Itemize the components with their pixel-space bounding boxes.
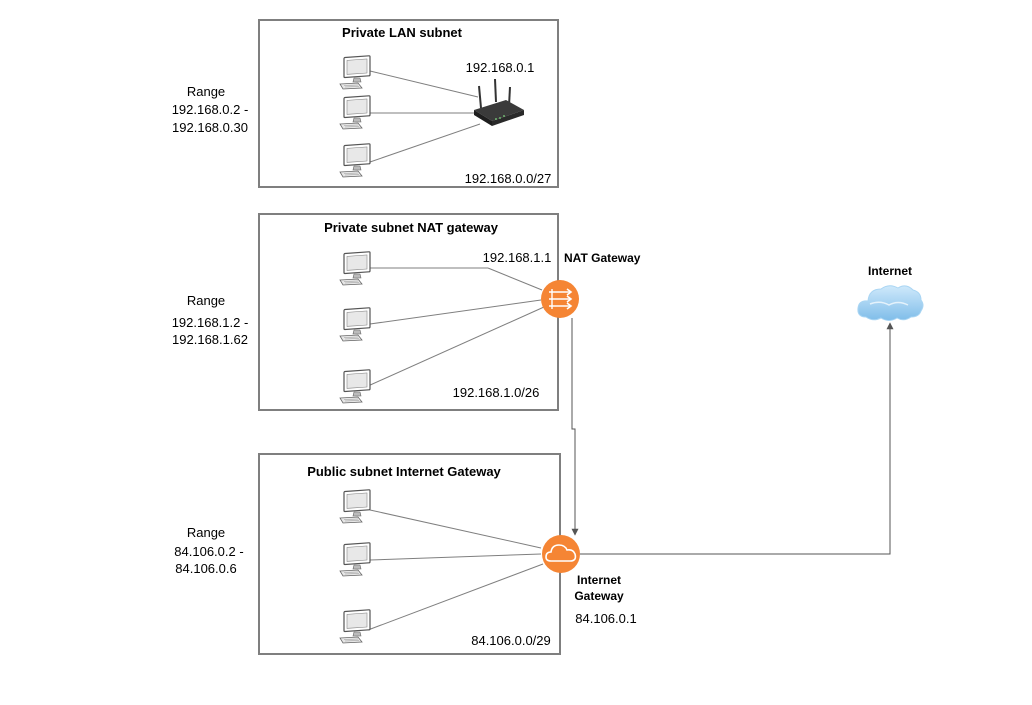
lan-range-start: 192.168.0.2 - (172, 102, 249, 117)
public-link-2 (369, 553, 542, 561)
nat-gateway-label: NAT Gateway (564, 251, 641, 265)
nat-link-1b (487, 267, 543, 291)
lan-range-end: 192.168.0.30 (172, 120, 248, 135)
internet-label: Internet (868, 264, 912, 278)
igw-label-line2: Gateway (574, 589, 624, 603)
public-link-1 (369, 509, 542, 549)
public-range-label: Range (187, 525, 225, 540)
lan-range-label: Range (187, 84, 225, 99)
public-subnet-box (258, 453, 561, 655)
nat-gateway-ip: 192.168.1.1 (483, 250, 552, 265)
lan-link-1 (369, 70, 479, 98)
nat-gateway-icon (541, 280, 579, 318)
nat-link-3 (367, 306, 545, 387)
lan-link-3 (369, 123, 481, 163)
lan-subnet-box (258, 19, 559, 188)
nat-range-end: 192.168.1.62 (172, 332, 248, 347)
nat-subnet-title: Private subnet NAT gateway (324, 220, 499, 235)
nat-subnet-box (258, 213, 559, 411)
nat-range-label: Range (187, 293, 225, 308)
nat-to-igw-connector (571, 318, 579, 536)
lan-cidr: 192.168.0.0/27 (465, 171, 552, 186)
public-cidr: 84.106.0.0/29 (471, 633, 551, 648)
router-icon (474, 78, 524, 126)
public-range-start: 84.106.0.2 - (174, 544, 243, 559)
lan-subnet-title: Private LAN subnet (342, 25, 463, 40)
public-range-end: 84.106.0.6 (175, 561, 236, 576)
nat-cidr: 192.168.1.0/26 (453, 385, 540, 400)
lan-gateway-ip: 192.168.0.1 (466, 60, 535, 75)
igw-to-internet-connector (580, 322, 894, 555)
public-link-3 (367, 563, 544, 631)
nat-link-2 (369, 299, 542, 325)
internet-gateway-icon (542, 535, 580, 573)
igw-ip: 84.106.0.1 (575, 611, 636, 626)
nat-range-start: 192.168.1.2 - (172, 315, 249, 330)
cloud-icon (857, 285, 924, 321)
igw-label-line1: Internet (577, 573, 621, 587)
public-subnet-title: Public subnet Internet Gateway (307, 464, 501, 479)
